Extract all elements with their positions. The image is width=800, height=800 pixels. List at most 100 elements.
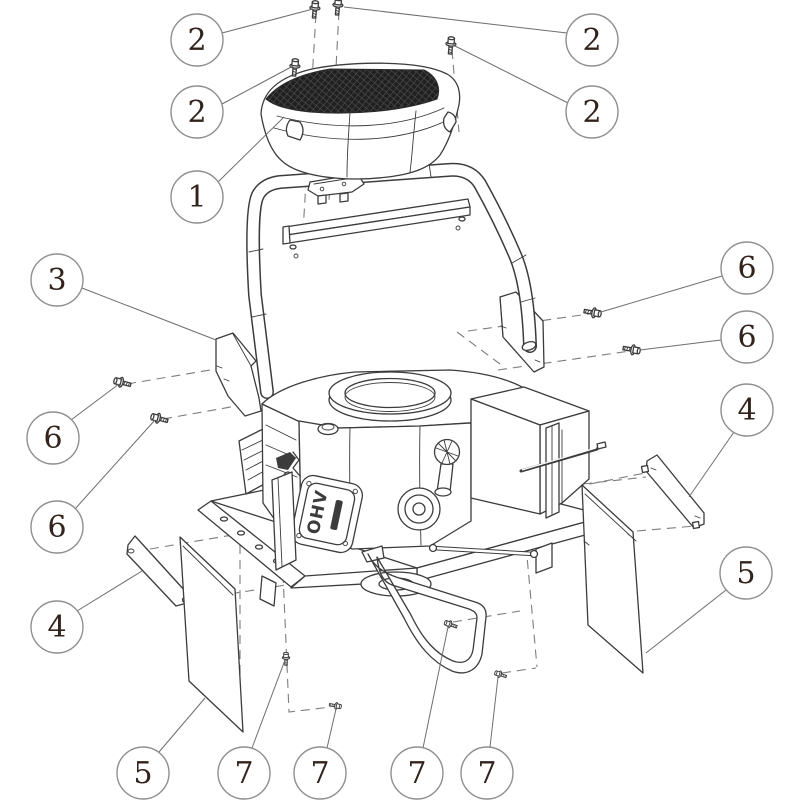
alignment-dash: [162, 404, 243, 420]
callout-circle: [390, 746, 444, 800]
line-detail: [458, 216, 466, 222]
line-detail: [289, 244, 297, 250]
line-detail: [367, 553, 487, 674]
callout-number: 3: [47, 263, 66, 298]
line-detail: [342, 540, 348, 547]
line-detail: [442, 111, 457, 133]
callout-1: 1: [170, 116, 285, 224]
line-detail: [583, 493, 637, 546]
callout-6: 6: [30, 419, 156, 554]
alignment-dash: [497, 350, 631, 371]
line-detail: [341, 181, 347, 187]
machine-drawing: OHV: [126, 62, 705, 733]
screw-fastener: [149, 410, 170, 427]
line-detail: [182, 545, 234, 596]
line-detail: [344, 382, 436, 412]
fuel-cap: [317, 422, 339, 436]
alignment-dash: [451, 49, 460, 133]
callout-circle: [217, 746, 271, 800]
callout-leader-line: [600, 275, 723, 313]
line-detail: [645, 454, 705, 529]
brand-badge: [330, 499, 343, 531]
callout-number: 6: [737, 251, 756, 286]
callout-3: 3: [30, 253, 217, 341]
screw-fastener: [331, 0, 345, 17]
callout-number: 4: [47, 610, 66, 645]
callout-leader-line: [221, 65, 294, 105]
frame-mount-channel: [282, 198, 471, 259]
line-detail: [650, 467, 701, 519]
callout-circle: [170, 170, 224, 224]
callout-number: 6: [43, 421, 62, 456]
line-detail: [216, 333, 252, 382]
callout-leader-line: [422, 626, 449, 749]
callout-leader-line: [221, 8, 314, 34]
callout-circle: [720, 310, 774, 364]
callout-circle: [565, 13, 619, 67]
callout-2: 2: [343, 6, 619, 67]
heat-shield-5-right: [581, 484, 644, 674]
alignment-dash: [456, 331, 501, 365]
line-detail: [432, 546, 535, 556]
heat-shield-4-right: [640, 454, 705, 530]
callout-number: 7: [477, 756, 496, 791]
line-detail: [259, 575, 277, 607]
line-detail: [127, 548, 135, 554]
left-mount-plate: [215, 332, 262, 417]
line-detail: [317, 192, 349, 205]
line-detail: [412, 502, 426, 516]
callout-5: 5: [645, 546, 773, 654]
line-detail: [298, 482, 356, 546]
engine-mount-bracket-front: [271, 471, 297, 571]
air-intake-ring: [328, 371, 452, 422]
line-detail: [293, 253, 299, 259]
line-detail: [292, 451, 301, 477]
line-detail: [317, 422, 339, 436]
callout-number: 6: [47, 510, 66, 545]
support-rod: [428, 543, 539, 559]
line-detail: [276, 452, 296, 470]
screw-fastener: [493, 668, 508, 681]
line-detail: [271, 471, 297, 571]
line-detail: [179, 536, 244, 733]
line-detail: [215, 332, 262, 417]
callout-leader-line: [251, 659, 286, 749]
line-detail: [285, 119, 304, 141]
alignment-dash: [126, 368, 217, 385]
callout-leader-line: [688, 431, 735, 498]
line-detail: [691, 520, 701, 530]
callout-circle: [565, 85, 619, 139]
pto-shaft: [397, 487, 441, 531]
line-detail: [545, 422, 560, 519]
callout-leader-line: [454, 45, 569, 104]
callout-leader-line: [158, 697, 206, 753]
line-detail: [470, 398, 541, 515]
line-detail: [596, 441, 607, 450]
blower-housing-cover: [260, 62, 461, 180]
callout-6: 6: [26, 383, 120, 465]
callout-circle: [116, 746, 170, 800]
callout-leader-line: [217, 116, 285, 183]
callout-number: 2: [582, 23, 601, 58]
line-detail: [499, 296, 541, 363]
callout-6: 6: [639, 310, 774, 364]
callout-4: 4: [30, 570, 143, 654]
line-detail: [344, 377, 436, 409]
callout-5: 5: [116, 697, 206, 800]
callout-leader-line: [489, 676, 499, 748]
callout-leader-line: [326, 708, 337, 749]
alignment-dash: [282, 573, 332, 713]
screw-fastener: [442, 618, 459, 631]
fuel-tank-box: [470, 386, 590, 515]
callout-number: 1: [187, 180, 206, 215]
callout-circle: [30, 500, 84, 554]
screw-fastener: [582, 305, 603, 320]
callout-2: 2: [454, 45, 619, 139]
rollbar-frame: [246, 162, 537, 399]
line-detail: [640, 464, 650, 474]
line-detail: [428, 543, 438, 553]
callout-leader-line: [645, 589, 727, 654]
line-detail: [352, 488, 358, 495]
